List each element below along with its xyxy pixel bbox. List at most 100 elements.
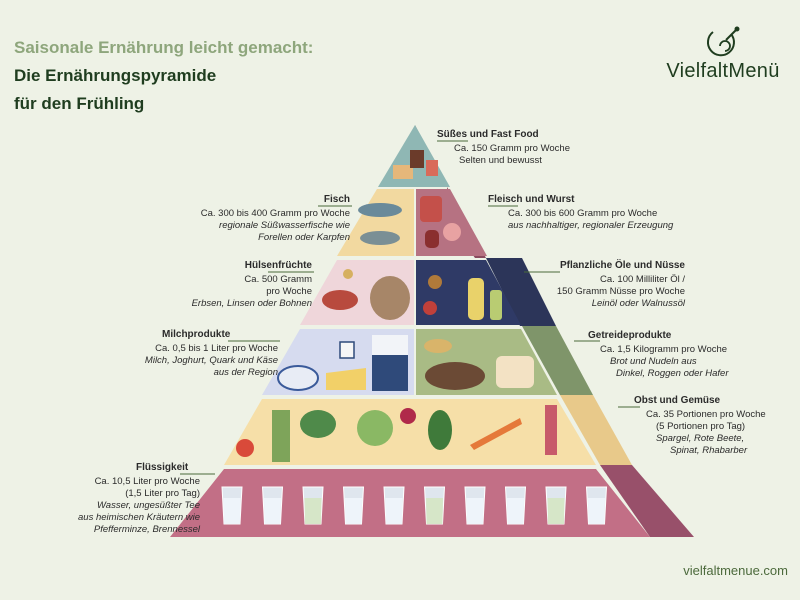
label-fish-amount: Ca. 300 bis 400 Gramm pro Woche — [200, 208, 350, 219]
label-veg-title: Obst und Gemüse — [634, 395, 721, 406]
label-grain: Getreideprodukte Ca. 1,5 Kilogramm pro W… — [588, 330, 728, 380]
title-line-1: Saisonale Ernährung leicht gemacht: — [14, 38, 314, 57]
rhubarb-icon — [545, 405, 557, 455]
label-grain-note-2: Dinkel, Roggen oder Hafer — [616, 368, 729, 379]
yogurt-cup-icon — [339, 341, 355, 359]
label-legumes-amount-1: Ca. 500 Gramm — [244, 274, 312, 285]
lentils-icon — [322, 290, 358, 310]
water-fill — [304, 498, 322, 524]
fish-icon — [358, 203, 402, 217]
label-oils-amount-1: Ca. 100 Milliliter Öl / — [600, 274, 685, 285]
oil-glass-icon — [490, 290, 502, 320]
label-fluid-note-2: aus heimischen Kräutern wie — [78, 512, 200, 523]
label-dairy-note-1: Milch, Joghurt, Quark und Käse — [144, 355, 278, 366]
label-fluid-title: Flüssigkeit — [136, 462, 189, 473]
toast-icon — [496, 356, 534, 388]
steak-icon — [420, 196, 442, 222]
label-oils-note: Leinöl oder Walnussöl — [591, 298, 685, 309]
water-glasses — [221, 486, 608, 525]
water-fill — [466, 498, 484, 524]
chickpeas-icon — [343, 269, 353, 279]
label-oils: Pflanzliche Öle und Nüsse Ca. 100 Millil… — [535, 260, 685, 310]
label-veg: Obst und Gemüse Ca. 35 Portionen pro Woc… — [634, 395, 766, 457]
label-dairy-amount: Ca. 0,5 bis 1 Liter pro Woche — [155, 343, 278, 354]
title-line-3: für den Frühling — [14, 94, 145, 113]
label-veg-note-1: Spargel, Rote Beete, — [656, 433, 745, 444]
bread-loaf-icon — [425, 362, 485, 390]
asparagus-icon — [272, 410, 290, 462]
label-fluid: Flüssigkeit Ca. 10,5 Liter pro Woche (1,… — [20, 462, 200, 536]
spinach-leaf-icon — [428, 410, 452, 450]
label-sweets: Süßes und Fast Food Ca. 150 Gramm pro Wo… — [437, 129, 570, 167]
cheese-icon — [326, 368, 366, 390]
spinach-icon — [300, 410, 336, 438]
label-legumes-note: Erbsen, Linsen oder Bohnen — [191, 298, 312, 309]
side-fluid — [600, 465, 694, 537]
title-line-2: Die Ernährungspyramide — [14, 66, 217, 85]
fish-icon — [360, 231, 400, 245]
croissant-icon — [424, 339, 452, 353]
water-fill — [426, 498, 443, 524]
water-fill — [223, 498, 241, 524]
milk-carton-top — [372, 335, 408, 355]
yogurt-bowl-icon — [277, 365, 319, 391]
label-fish-note-1: regionale Süßwasserfische wie — [219, 220, 350, 231]
burger-icon — [393, 165, 413, 179]
walnut-icon — [428, 275, 442, 289]
label-fluid-note-1: Wasser, ungesüßter Tee — [97, 500, 200, 511]
side-dairy-grain — [522, 326, 593, 395]
label-legumes: Hülsenfrüchte Ca. 500 Gramm pro Woche Er… — [150, 260, 312, 310]
label-oils-title: Pflanzliche Öle und Nüsse — [559, 260, 685, 271]
label-fish: Fisch Ca. 300 bis 400 Gramm pro Woche re… — [160, 194, 350, 244]
chocolate-icon — [410, 150, 424, 168]
label-oils-amount-2: 150 Gramm Nüsse pro Woche — [556, 286, 685, 297]
label-fluid-amount-2: (1,5 Liter pro Tag) — [125, 488, 200, 499]
label-sweets-note: Selten und bewusst — [459, 155, 542, 166]
label-veg-amount-1: Ca. 35 Portionen pro Woche — [646, 409, 766, 420]
label-meat: Fleisch und Wurst Ca. 300 bis 600 Gramm … — [488, 194, 673, 232]
nuts-icon — [423, 301, 437, 315]
tier-fluid — [170, 469, 650, 537]
strawberry-icon — [236, 439, 254, 457]
water-fill — [385, 498, 403, 524]
water-fill — [547, 498, 565, 524]
side-veg — [560, 395, 632, 465]
label-sweets-amount: Ca. 150 Gramm pro Woche — [454, 143, 570, 154]
label-grain-title: Getreideprodukte — [588, 330, 672, 341]
label-meat-title: Fleisch und Wurst — [488, 194, 575, 205]
carrot-icon — [470, 418, 522, 450]
label-dairy-title: Milchprodukte — [162, 329, 231, 340]
label-fluid-note-3: Pfefferminze, Brennessel — [93, 524, 200, 535]
label-legumes-amount-2: pro Woche — [266, 286, 312, 297]
side-legumes-oils — [486, 258, 556, 326]
label-meat-amount: Ca. 300 bis 600 Gramm pro Woche — [508, 208, 658, 219]
ham-icon — [425, 230, 439, 248]
water-fill — [588, 498, 605, 524]
label-sweets-title: Süßes und Fast Food — [437, 129, 539, 140]
label-fish-title: Fisch — [323, 194, 350, 205]
brand-name: VielfaltMenü — [666, 60, 780, 82]
label-dairy-note-2: aus der Region — [213, 367, 278, 378]
sausage-icon — [443, 223, 461, 241]
oil-bottle-icon — [468, 278, 484, 320]
label-legumes-title: Hülsenfrüchte — [244, 260, 312, 271]
label-fish-note-2: Forellen oder Karpfen — [258, 232, 350, 243]
label-meat-note: aus nachhaltiger, regionaler Erzeugung — [508, 220, 674, 231]
drink-icon — [426, 160, 438, 176]
cabbage-icon — [357, 410, 393, 446]
brand-logo[interactable]: VielfaltMenü — [658, 26, 788, 83]
water-fill — [507, 498, 524, 524]
label-veg-amount-2: (5 Portionen pro Tag) — [656, 421, 746, 432]
water-fill — [345, 498, 362, 524]
label-grain-amount: Ca. 1,5 Kilogramm pro Woche — [600, 344, 728, 355]
label-fluid-amount-1: Ca. 10,5 Liter pro Woche — [94, 476, 200, 487]
water-fill — [264, 498, 281, 524]
label-dairy: Milchprodukte Ca. 0,5 bis 1 Liter pro Wo… — [100, 329, 278, 379]
label-veg-note-2: Spinat, Rhabarber — [670, 445, 748, 456]
website-url[interactable]: vielfaltmenue.com — [683, 563, 788, 578]
plate-spoon-icon — [706, 26, 740, 57]
bean-sack-icon — [370, 276, 410, 320]
label-grain-note-1: Brot und Nudeln aus — [610, 356, 697, 367]
radish-icon — [400, 408, 416, 424]
